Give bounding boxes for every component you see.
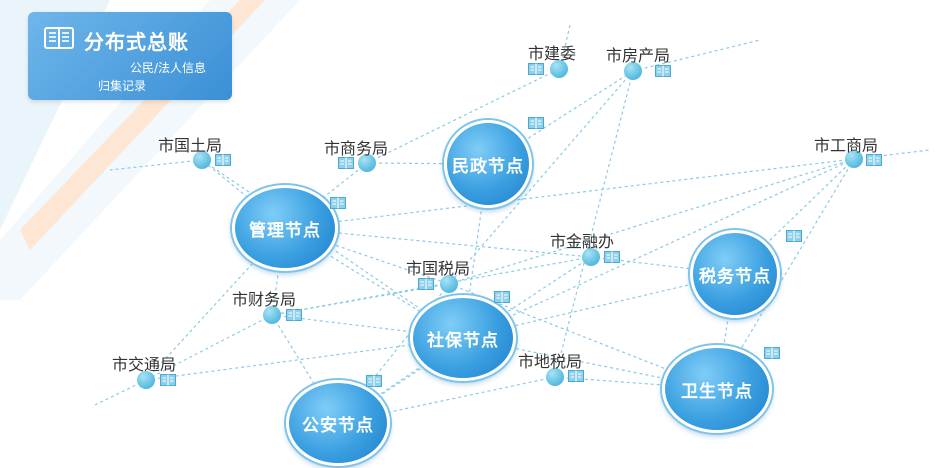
node-label: 管理节点 [249, 220, 321, 241]
node-jianwei-label: 市建委 [528, 44, 577, 63]
book-icon [366, 375, 382, 387]
node-jinrong-label: 市金融办 [550, 232, 615, 251]
edge-fangchan-dishui [554, 70, 634, 378]
node-guotu-label: 市国土局 [158, 136, 223, 155]
node-guoshui-label: 市国税局 [406, 259, 471, 278]
book-icon [764, 347, 780, 359]
node-label: 卫生节点 [681, 381, 753, 402]
node-caiwu-label: 市财务局 [232, 290, 297, 309]
node-label: 民政节点 [452, 156, 524, 177]
node-minzheng[interactable]: 民政节点 [444, 120, 532, 208]
book-icon [286, 309, 302, 321]
node-guanli[interactable]: 管理节点 [232, 185, 338, 271]
legend-card: 分布式总账 公民/法人信息 归集记录 [28, 12, 232, 100]
legend-title: 分布式总账 [84, 30, 189, 54]
book-icon [655, 65, 671, 77]
node-label: 公安节点 [302, 415, 374, 436]
legend-line-1: 公民/法人信息 [130, 61, 207, 75]
edge-minzheng-fangchan [487, 70, 634, 165]
book-icon [160, 374, 176, 386]
edge-guanli-jiaotong [145, 227, 286, 381]
node-guoshui-dot[interactable] [440, 275, 458, 293]
edge-shebao-shuiwu [462, 273, 736, 339]
book-icon [44, 27, 74, 49]
edge-shangwu-minzheng [366, 162, 489, 165]
node-jiaotong-label: 市交通局 [112, 355, 177, 374]
edge-guotu-shebao [201, 159, 464, 339]
book-icon [330, 197, 346, 209]
edge-caiwu-shebao [271, 314, 464, 339]
edge-outward [109, 159, 203, 171]
book-icon [568, 370, 584, 382]
node-shangwu-dot[interactable] [358, 154, 376, 172]
node-label: 社保节点 [427, 330, 499, 351]
node-fangchan-dot[interactable] [624, 62, 642, 80]
node-shangwu-label: 市商务局 [324, 139, 389, 158]
book-icon [494, 291, 510, 303]
node-caiwu-dot[interactable] [263, 306, 281, 324]
edge-gongshang-guoshui [448, 158, 855, 285]
book-icon [604, 251, 620, 263]
edge-dishui-gongan [337, 376, 556, 424]
node-jianwei-dot[interactable] [550, 60, 568, 78]
node-gongshang-label: 市工商局 [814, 136, 879, 155]
book-icon [215, 154, 231, 166]
edge-guanli-guoshui [284, 227, 450, 285]
book-icon [528, 117, 544, 129]
node-gongshang-dot[interactable] [845, 150, 863, 168]
node-dishui-dot[interactable] [546, 368, 564, 386]
node-gongan[interactable]: 公安节点 [286, 380, 390, 466]
book-icon [338, 157, 354, 169]
node-label: 税务节点 [699, 266, 771, 287]
node-jinrong-dot[interactable] [582, 248, 600, 266]
edge-outward [632, 39, 761, 72]
node-shebao[interactable]: 社保节点 [410, 295, 516, 381]
edge-fangchan-guoshui [448, 70, 634, 285]
book-icon [866, 154, 882, 166]
node-weisheng[interactable]: 卫生节点 [662, 345, 772, 433]
node-dishui-label: 市地税局 [518, 352, 583, 371]
node-guotu-dot[interactable] [193, 151, 211, 169]
node-fangchan-label: 市房产局 [606, 46, 671, 65]
node-jiaotong-dot[interactable] [137, 371, 155, 389]
book-icon [528, 63, 544, 75]
legend-line-2: 归集记录 [98, 79, 147, 93]
book-icon [418, 278, 434, 290]
book-icon [786, 230, 802, 242]
node-shuiwu[interactable]: 税务节点 [690, 230, 780, 318]
